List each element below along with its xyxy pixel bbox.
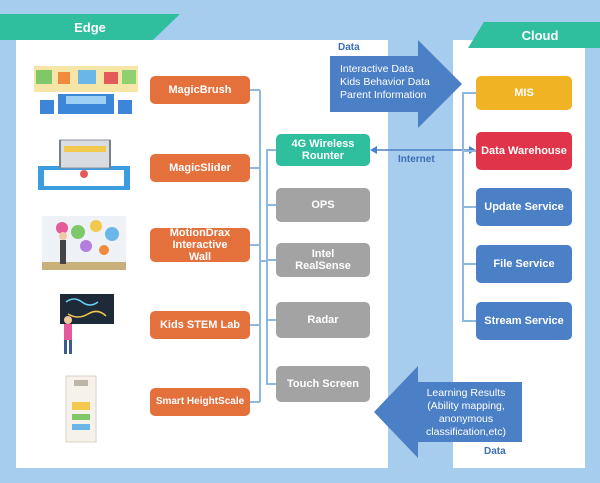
hub-box-touchscreen: Touch Screen (276, 366, 370, 402)
arrow-top-text: Interactive Data Kids Behavior Data Pare… (340, 63, 430, 102)
hub-connector-touchscreen (266, 383, 276, 385)
device-label: Kids STEM Lab (159, 319, 241, 331)
magicbrush-illustration (34, 66, 138, 114)
magicbrush-image (30, 60, 142, 122)
arrow-bottom-line: classification,etc) (426, 426, 506, 438)
hub-label: 4G Wireless Rounter (291, 138, 355, 162)
heightscale-image (62, 374, 100, 444)
bus-link-to-hub (260, 260, 268, 262)
cloud-label: Data Warehouse (481, 145, 567, 157)
cloud-connector-file (462, 263, 476, 265)
hub-label: Radar (307, 314, 339, 326)
data-label-top: Data (338, 42, 360, 53)
device-box-stem-lab: Kids STEM Lab (150, 311, 250, 339)
hub-connector-ops (266, 204, 276, 206)
internet-label: Internet (398, 154, 435, 165)
connector-magicbrush (250, 89, 260, 91)
magicslider-image (36, 136, 132, 194)
hub-connector-radar (266, 319, 276, 321)
cloud-box-mis: MIS (476, 76, 572, 110)
connector-heightscale (250, 401, 260, 403)
connector-magicslider (250, 167, 260, 169)
arrow-top-line: Kids Behavior Data (340, 76, 430, 88)
arrow-top-line: Parent Information (340, 89, 427, 101)
cloud-connector-warehouse (462, 150, 476, 152)
magicslider-illustration (38, 139, 130, 190)
device-box-magicslider: MagicSlider (150, 154, 250, 182)
device-label: MagicSlider (169, 162, 231, 174)
arrow-top-line: Interactive Data (340, 63, 414, 75)
arrow-bottom-text: Learning Results (Ability mapping, anony… (414, 387, 518, 439)
connector-motiondrax (250, 244, 260, 246)
cloud-box-update: Update Service (476, 188, 572, 226)
device-label: MagicBrush (168, 84, 232, 96)
hub-connector-router (266, 149, 276, 151)
hub-label: OPS (311, 199, 335, 211)
cloud-label: File Service (493, 258, 555, 270)
motiondrax-illustration (42, 216, 126, 270)
cloud-connector-update (462, 206, 476, 208)
device-label: Smart HeightScale (155, 396, 245, 407)
data-label-bottom: Data (484, 446, 506, 457)
arrow-bottom-line: anonymous (438, 413, 494, 425)
cloud-label: Update Service (484, 201, 564, 213)
stem-lab-illustration (60, 294, 114, 354)
cloud-connector-stream (462, 320, 476, 322)
cloud-banner: Cloud (468, 22, 600, 48)
hub-connector-realsense (266, 259, 276, 261)
device-box-magicbrush: MagicBrush (150, 76, 250, 104)
hub-box-radar: Radar (276, 302, 370, 338)
arrow-bottom-line: Learning Results (426, 387, 506, 399)
connector-stem-lab (250, 324, 260, 326)
edge-banner-text: Edge (74, 19, 106, 35)
hub-label: Touch Screen (287, 378, 359, 390)
cloud-connector-mis (462, 92, 476, 94)
edge-bus-vertical (259, 90, 261, 402)
stem-lab-image (50, 290, 120, 358)
device-box-motiondrax: MotionDrax Interactive Wall (150, 227, 250, 263)
cloud-box-warehouse: Data Warehouse (476, 132, 572, 170)
hub-box-ops: OPS (276, 188, 370, 222)
hub-box-realsense: Intel RealSense (276, 243, 370, 277)
arrow-bottom-line: (Ability mapping, (427, 400, 505, 412)
edge-banner: Edge (0, 14, 180, 40)
cloud-box-file: File Service (476, 245, 572, 283)
device-label: MotionDrax Interactive Wall (169, 227, 231, 263)
device-box-heightscale: Smart HeightScale (150, 388, 250, 416)
cloud-box-stream: Stream Service (476, 302, 572, 340)
cloud-banner-text: Cloud (521, 27, 559, 43)
motiondrax-image (42, 212, 126, 274)
cloud-label: MIS (514, 87, 534, 99)
heightscale-illustration (65, 375, 97, 443)
hub-bus-vertical (266, 150, 268, 385)
hub-label: Intel RealSense (295, 248, 351, 272)
hub-box-router: 4G Wireless Rounter (276, 134, 370, 166)
cloud-label: Stream Service (484, 315, 564, 327)
